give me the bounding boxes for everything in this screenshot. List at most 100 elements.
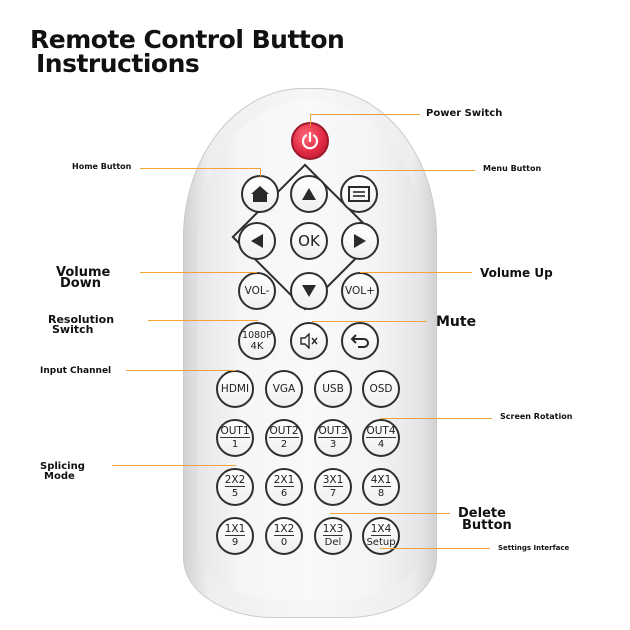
splice-1x1-label: 1X1 (224, 523, 246, 536)
power-leader-drop (310, 114, 311, 126)
osd-label: OSD (369, 382, 393, 395)
menu-leader (360, 170, 475, 171)
out4-number: 4 (377, 439, 385, 450)
home-leader-drop (260, 168, 261, 178)
label-splicing-line-2: Mode (44, 471, 75, 482)
label-home-button: Home Button (72, 162, 132, 171)
ok-label: OK (298, 232, 320, 250)
usb-label: USB (322, 382, 344, 395)
right-arrow-icon (354, 234, 366, 248)
out2-label: OUT2 (269, 425, 299, 438)
resolution-label-top: 1080P (242, 330, 272, 341)
back-icon (350, 334, 369, 348)
label-splicing-mode: Splicing Mode (40, 462, 85, 482)
up-arrow-button[interactable] (290, 175, 328, 213)
label-volume-up: Volume Up (480, 266, 553, 280)
home-button[interactable] (241, 175, 279, 213)
title-line-2: Instructions (36, 49, 200, 78)
splice-1x3-number: Del (324, 537, 342, 548)
out1-number: 1 (231, 439, 239, 450)
label-volume-down: Volume Down (56, 265, 111, 291)
title-line-1: Remote Control Button (30, 25, 345, 54)
vga-button[interactable]: VGA (265, 370, 303, 408)
splice-4x1-label: 4X1 (370, 474, 392, 487)
input-leader (126, 370, 236, 371)
osd-button[interactable]: OSD (362, 370, 400, 408)
vga-label: VGA (272, 382, 296, 395)
splice-2x2-label: 2X2 (224, 474, 246, 487)
label-input-channel: Input Channel (40, 366, 112, 376)
label-delete-line-1: Delete (458, 506, 506, 521)
splice-1x2-label: 1X2 (273, 523, 295, 536)
volume-up-label: VOL+ (345, 284, 375, 297)
delete-leader (330, 513, 450, 514)
splice-2x1-label: 2X1 (273, 474, 295, 487)
ok-button[interactable]: OK (290, 222, 328, 260)
settings-leader (380, 548, 490, 549)
home-leader (140, 168, 260, 169)
out1-label: OUT1 (220, 425, 250, 438)
menu-icon (348, 186, 370, 202)
page-title: Remote Control Button Instructions (30, 25, 345, 78)
resolution-leader (148, 320, 258, 321)
down-arrow-button[interactable] (290, 272, 328, 310)
label-mute: Mute (436, 314, 477, 330)
splice-2x2-number: 5 (231, 488, 239, 499)
mute-button[interactable] (290, 322, 328, 360)
hdmi-button[interactable]: HDMI (216, 370, 254, 408)
splice-2x1-number: 6 (280, 488, 288, 499)
splice-1x1-number: 9 (231, 537, 239, 548)
splice-3x1-label: 3X1 (322, 474, 344, 487)
label-volume-down-line-2: Down (60, 276, 101, 291)
label-screen-rotation: Screen Rotation (500, 412, 573, 421)
power-leader (310, 114, 420, 115)
resolution-button[interactable]: 1080P 4K (238, 322, 276, 360)
rotation-leader (380, 418, 492, 419)
out3-label: OUT3 (318, 425, 348, 438)
right-arrow-button[interactable] (341, 222, 379, 260)
down-arrow-icon (302, 285, 316, 297)
mute-leader (312, 321, 427, 322)
label-resolution-line-1: Resolution (48, 313, 115, 326)
splice-1x3-label: 1X3 (322, 523, 344, 536)
out2-number: 2 (280, 439, 288, 450)
volume-down-leader (140, 272, 257, 273)
menu-button[interactable] (340, 175, 378, 213)
usb-button[interactable]: USB (314, 370, 352, 408)
power-button[interactable] (291, 122, 329, 160)
label-menu-button: Menu Button (483, 164, 542, 173)
label-resolution-switch: Resolution Switch (48, 313, 115, 335)
label-delete-button: Delete Button (458, 506, 512, 532)
out4-label: OUT4 (366, 425, 396, 438)
splice-1x2-number: 0 (280, 537, 288, 548)
power-icon (301, 131, 319, 150)
up-arrow-icon (302, 188, 316, 200)
volume-up-button[interactable]: VOL+ (341, 272, 379, 310)
out3-number: 3 (329, 439, 337, 450)
splice-1x4-number: Setup (366, 537, 396, 548)
splice-3x1-number: 7 (329, 488, 337, 499)
label-splicing-line-1: Splicing (40, 461, 85, 472)
label-settings-interface: Settings Interface (498, 544, 570, 552)
splice-4x1-number: 8 (377, 488, 385, 499)
splicing-leader (112, 465, 236, 466)
volume-down-button[interactable]: VOL- (238, 272, 276, 310)
resolution-label-bottom: 4K (250, 341, 264, 352)
back-button[interactable] (341, 322, 379, 360)
left-arrow-button[interactable] (238, 222, 276, 260)
label-volume-down-line-1: Volume (56, 265, 111, 280)
volume-up-leader (360, 272, 472, 273)
hdmi-label: HDMI (220, 382, 250, 395)
